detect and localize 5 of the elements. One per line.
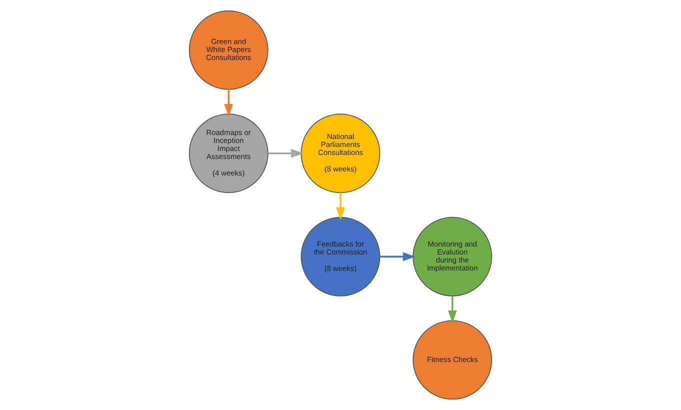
arrow xyxy=(380,252,416,262)
arrow xyxy=(268,148,304,158)
arrow xyxy=(336,192,345,220)
arrow xyxy=(224,90,234,117)
arrow xyxy=(448,296,457,324)
